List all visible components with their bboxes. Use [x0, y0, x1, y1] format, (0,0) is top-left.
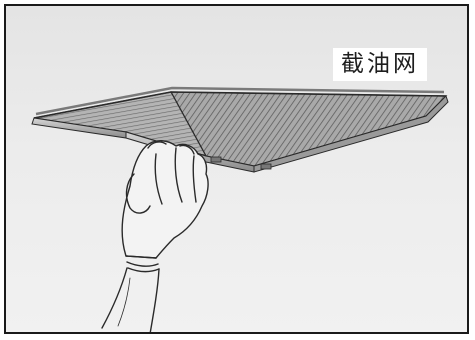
grease-filter-screen-icon: [31, 86, 449, 173]
grease-filter-label: 截油网: [333, 48, 427, 81]
grease-filter-illustration: [31, 86, 449, 332]
illustration-frame: 截油网: [4, 4, 469, 334]
gloved-hand-icon: [101, 140, 209, 332]
